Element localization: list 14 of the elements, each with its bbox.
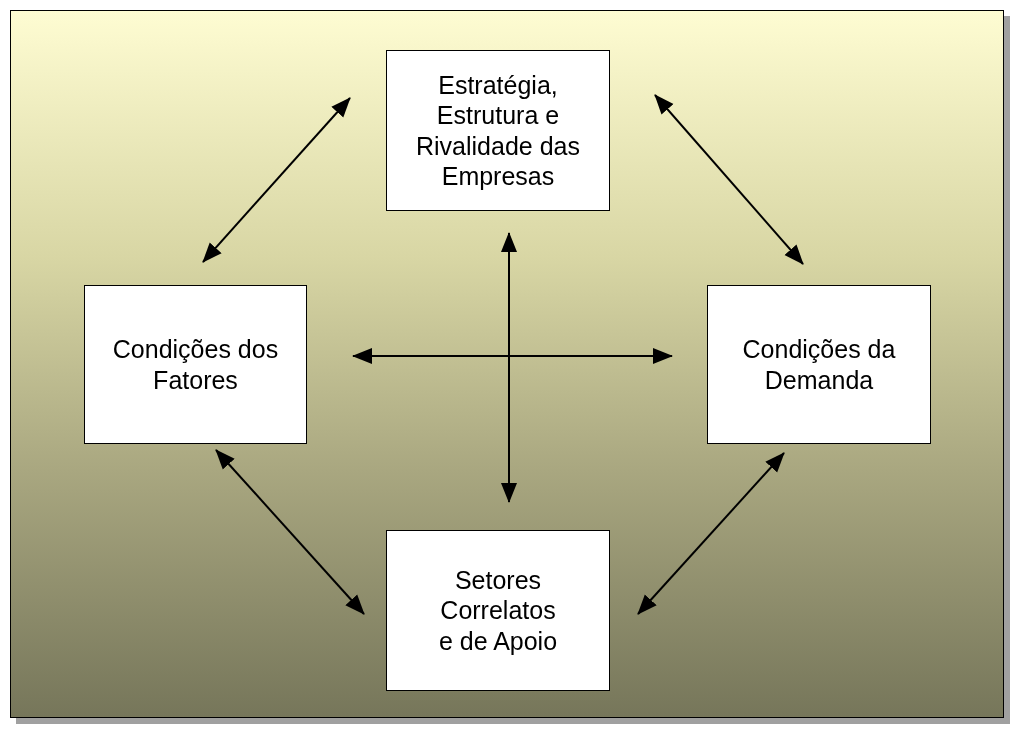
factor-box: [84, 285, 307, 444]
factor-box: [707, 285, 931, 444]
double-arrow: [215, 449, 365, 615]
factor-box: [386, 50, 610, 211]
double-arrow: [352, 348, 673, 364]
box-label: Setores Correlatos e de Apoio: [437, 564, 559, 657]
double-arrow: [654, 94, 804, 265]
factor-box: [386, 530, 610, 691]
box-label: Condições da Demanda: [742, 334, 896, 395]
double-arrow: [202, 97, 351, 263]
double-arrow: [637, 452, 785, 615]
box-label: Estratégia, Estrutura e Rivalidade das Empresas: [415, 69, 581, 192]
double-arrow: [501, 232, 517, 503]
box-label: Condições dos Fatores: [111, 334, 280, 395]
